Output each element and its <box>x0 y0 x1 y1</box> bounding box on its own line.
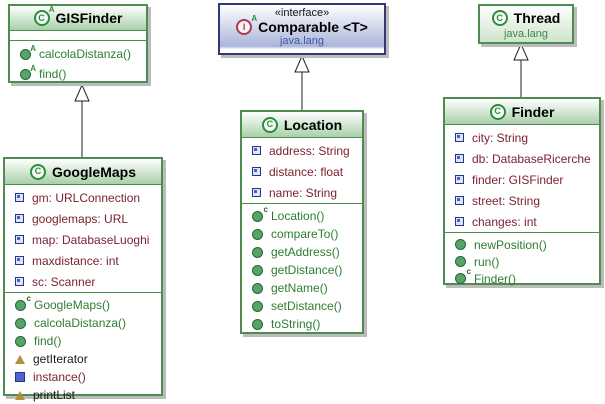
method-icon <box>252 246 263 258</box>
field-row[interactable]: db: DatabaseRicerche <box>445 148 599 169</box>
abstract-method-icon: A <box>20 64 36 80</box>
class-box-gisfinder[interactable]: C A GISFinder A calcolaDistanza() A find… <box>8 4 148 83</box>
method-icon <box>15 317 26 329</box>
stereotype-label: «interface» <box>274 7 330 19</box>
interface-box-comparable[interactable]: «interface» I A Comparable <T> java.lang <box>218 3 386 55</box>
interface-title: Comparable <T> <box>258 19 368 35</box>
field-row[interactable]: googlemaps: URL <box>5 208 161 229</box>
edge-finder-thread[interactable] <box>513 42 529 97</box>
class-box-finder[interactable]: C Finder city: String db: DatabaseRicerc… <box>443 97 601 287</box>
field-row[interactable]: name: String <box>242 182 362 203</box>
section-separator <box>242 203 362 204</box>
method-row[interactable]: getName() <box>242 279 362 297</box>
field-icon <box>252 188 261 197</box>
method-icon <box>252 318 263 330</box>
method-row[interactable]: getDistance() <box>242 261 362 279</box>
class-title: Location <box>283 116 343 133</box>
method-icon <box>15 335 26 347</box>
finder-header: C Finder <box>445 99 599 125</box>
field-row[interactable]: address: String <box>242 140 362 161</box>
method-icon <box>455 256 466 267</box>
field-icon <box>455 154 464 163</box>
triangle-member-icon <box>15 354 25 364</box>
class-title: GoogleMaps <box>51 163 136 180</box>
field-row[interactable]: city: String <box>445 127 599 148</box>
section-separator <box>5 292 161 293</box>
field-icon <box>15 256 24 265</box>
package-label: java.lang <box>503 28 549 40</box>
triangle-member-icon <box>15 390 25 400</box>
class-icon: C <box>489 103 506 120</box>
field-icon <box>15 193 24 202</box>
method-row[interactable]: A calcolaDistanza() <box>10 44 146 64</box>
field-row[interactable]: gm: URLConnection <box>5 187 161 208</box>
comparable-header: I A Comparable <T> <box>220 14 384 35</box>
constructor-icon: c <box>15 294 31 311</box>
member-row[interactable]: printList <box>5 386 161 404</box>
field-icon <box>15 235 24 244</box>
thread-header: C Thread <box>480 6 572 28</box>
method-row[interactable]: find() <box>5 332 161 350</box>
field-icon <box>252 167 261 176</box>
method-icon <box>252 264 263 276</box>
interface-icon: I A <box>236 14 257 35</box>
constructor-icon: c <box>455 267 471 284</box>
class-title: Finder <box>511 103 555 120</box>
edge-location-comparable[interactable] <box>294 54 310 110</box>
class-box-googlemaps[interactable]: C GoogleMaps gm: URLConnection googlemap… <box>3 157 163 402</box>
method-row[interactable]: getAddress() <box>242 243 362 261</box>
class-icon: C <box>491 10 508 26</box>
field-row[interactable]: changes: int <box>445 211 599 232</box>
method-icon <box>455 239 466 250</box>
section-separator <box>10 40 146 41</box>
field-row[interactable]: street: String <box>445 190 599 211</box>
field-row[interactable]: maxdistance: int <box>5 250 161 271</box>
field-icon <box>455 175 464 184</box>
field-icon <box>455 133 464 142</box>
method-row[interactable]: run() <box>445 253 599 270</box>
class-title: Thread <box>513 10 561 26</box>
gisfinder-empty-fields <box>10 31 146 40</box>
method-row[interactable]: newPosition() <box>445 236 599 253</box>
location-header: C Location <box>242 112 362 138</box>
method-row[interactable]: toString() <box>242 315 362 333</box>
field-icon <box>15 277 24 286</box>
static-method-row[interactable]: instance() <box>5 368 161 386</box>
field-row[interactable]: distance: float <box>242 161 362 182</box>
constructor-icon: c <box>252 205 268 222</box>
field-icon <box>252 146 261 155</box>
field-icon <box>455 196 464 205</box>
abstract-method-icon: A <box>20 44 36 60</box>
method-row[interactable]: compareTo() <box>242 225 362 243</box>
field-icon <box>15 214 24 223</box>
method-row[interactable]: c Location() <box>242 205 362 225</box>
class-title: GISFinder <box>55 10 123 26</box>
static-method-icon <box>15 372 25 382</box>
class-box-location[interactable]: C Location address: String distance: flo… <box>240 110 364 334</box>
package-label: java.lang <box>279 35 325 47</box>
gisfinder-header: C A GISFinder <box>10 5 146 31</box>
method-icon <box>252 228 263 240</box>
class-box-thread[interactable]: C Thread java.lang <box>478 4 574 44</box>
method-row[interactable]: calcolaDistanza() <box>5 314 161 332</box>
field-icon <box>455 217 464 226</box>
method-row[interactable]: c Finder() <box>445 267 599 287</box>
method-row[interactable]: c GoogleMaps() <box>5 294 161 314</box>
googlemaps-header: C GoogleMaps <box>5 159 161 185</box>
member-row[interactable]: getIterator <box>5 350 161 368</box>
edge-googlemaps-gisfinder[interactable] <box>74 83 90 157</box>
field-row[interactable]: map: DatabaseLuoghi <box>5 229 161 250</box>
class-icon: C <box>261 116 278 133</box>
method-icon <box>252 282 263 294</box>
method-icon <box>252 300 263 312</box>
method-row[interactable]: A find() <box>10 64 146 84</box>
field-row[interactable]: finder: GISFinder <box>445 169 599 190</box>
field-row[interactable]: sc: Scanner <box>5 271 161 292</box>
section-separator <box>445 232 599 233</box>
method-row[interactable]: setDistance() <box>242 297 362 315</box>
class-icon: C <box>29 163 46 180</box>
abstract-class-icon: C A <box>33 5 55 26</box>
